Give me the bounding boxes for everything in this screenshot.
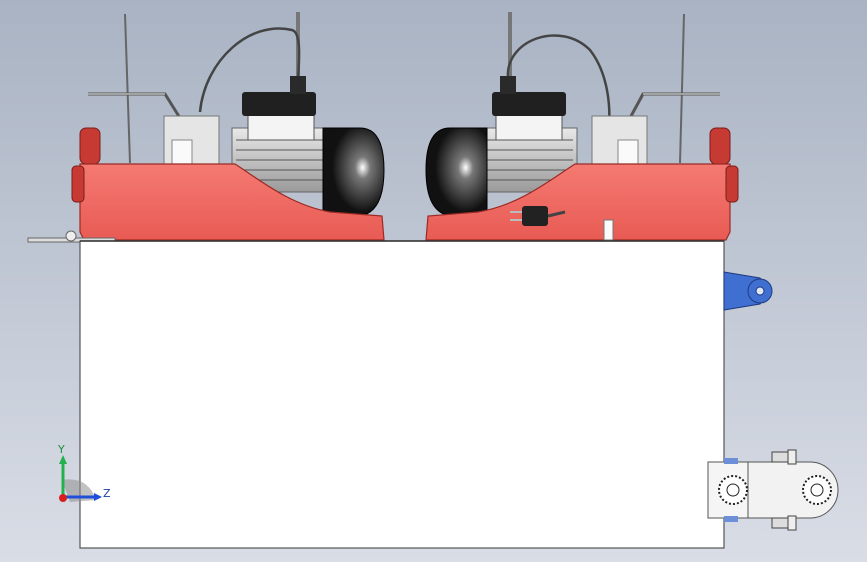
right-hoist[interactable] bbox=[425, 12, 739, 241]
left-motor-end-cap bbox=[322, 127, 385, 217]
right-post bbox=[603, 219, 614, 241]
z-axis-label: Z bbox=[103, 487, 111, 500]
x-axis-origin-icon bbox=[59, 494, 67, 502]
left-hoist[interactable] bbox=[27, 12, 385, 243]
left-end-cap-red bbox=[71, 165, 85, 203]
right-end-cap-red bbox=[725, 165, 739, 203]
right-terminal-box bbox=[495, 111, 563, 141]
y-axis-label: Y bbox=[57, 443, 65, 456]
z-axis-arrow-icon bbox=[94, 493, 102, 501]
left-hoist-body bbox=[79, 163, 385, 241]
base-panel[interactable] bbox=[79, 240, 725, 549]
left-cable-gland bbox=[290, 76, 306, 94]
left-power-cable bbox=[198, 27, 301, 113]
gear-link-assembly bbox=[707, 449, 839, 531]
left-terminal-cover bbox=[242, 92, 316, 116]
left-knob-red bbox=[79, 127, 101, 165]
right-motor-end-cap bbox=[425, 127, 488, 217]
axis-triad: Y Z bbox=[57, 443, 111, 502]
left-rod-outer bbox=[124, 13, 131, 164]
right-cable-gland bbox=[500, 76, 516, 94]
right-hoist-body bbox=[425, 163, 731, 241]
blue-bracket bbox=[723, 271, 773, 311]
gear-icon-right bbox=[802, 475, 832, 505]
power-plug-icon bbox=[510, 206, 566, 226]
right-rod-outer bbox=[679, 13, 685, 164]
gear-icon-left bbox=[718, 475, 748, 505]
right-terminal-cover bbox=[492, 92, 566, 116]
y-axis-arrow-icon bbox=[59, 455, 67, 464]
left-terminal-box bbox=[247, 111, 315, 141]
right-knob-red bbox=[709, 127, 731, 165]
